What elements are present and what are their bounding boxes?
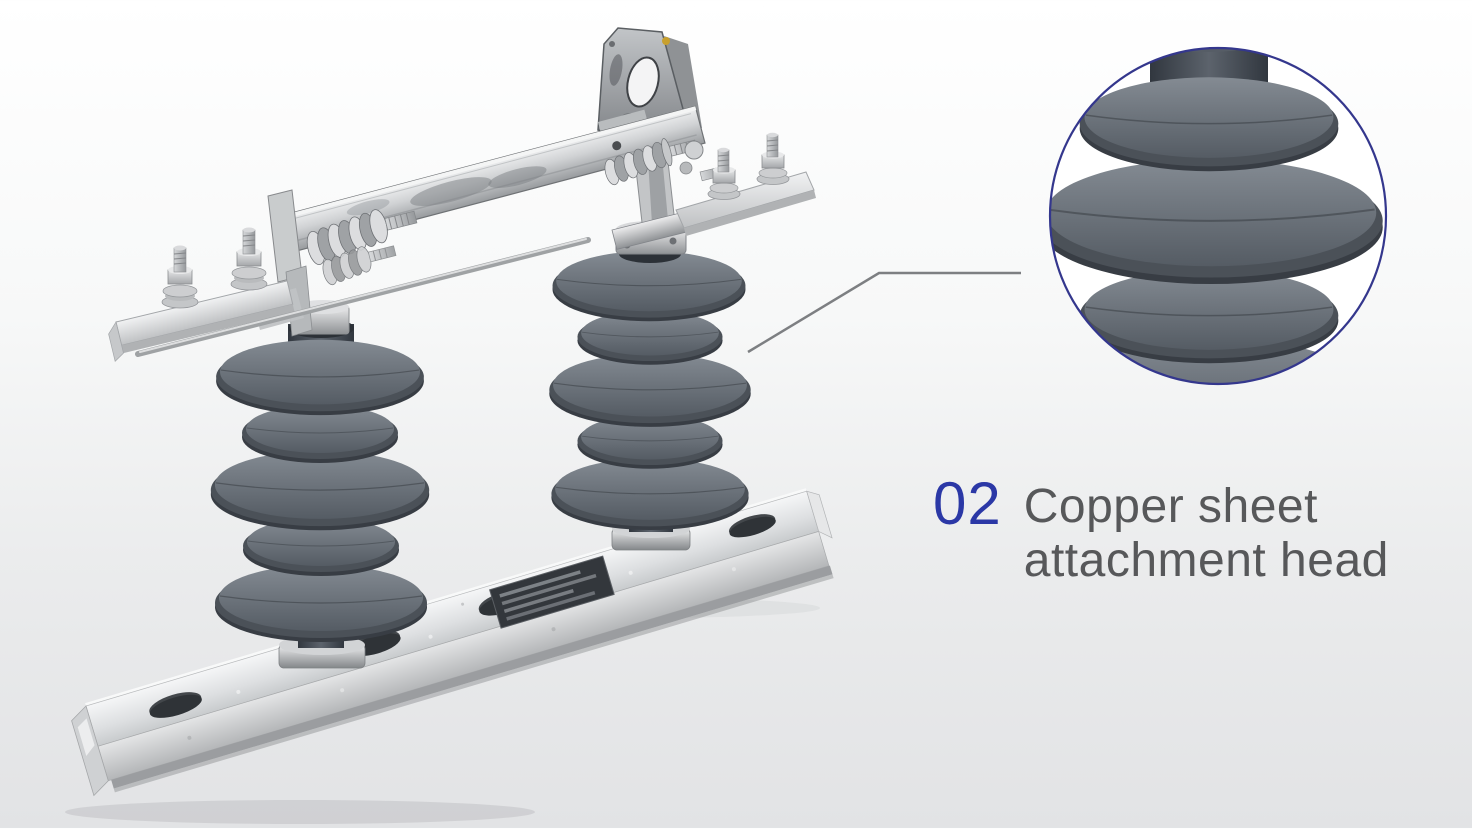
blade-spring-right bbox=[604, 138, 698, 186]
feature-label: Copper sheet attachment head bbox=[1024, 474, 1389, 588]
feature-number: 02 bbox=[933, 470, 1002, 537]
terminal-bolt bbox=[756, 132, 790, 185]
lever-hole bbox=[626, 56, 660, 108]
operating-rod bbox=[135, 237, 591, 357]
blade-pivot-hardware bbox=[611, 140, 724, 250]
terminal-pad-right bbox=[675, 132, 816, 236]
terminal-pad-left bbox=[108, 227, 295, 362]
steel-channel-base bbox=[71, 488, 834, 797]
blade-spring-left bbox=[306, 209, 418, 266]
feature-label-line1: Copper sheet bbox=[1023, 480, 1318, 533]
callout-connector-line bbox=[747, 271, 1021, 354]
blade-spring-left-lower bbox=[322, 245, 397, 286]
nameplate bbox=[489, 555, 615, 629]
feature-annotation: 02 Copper sheet attachment head bbox=[933, 474, 1413, 588]
gold-rivet bbox=[662, 37, 670, 45]
callout-circle-border bbox=[1048, 46, 1388, 386]
blade-hole bbox=[612, 141, 622, 151]
insulator-left bbox=[210, 300, 430, 669]
terminal-bolt bbox=[707, 147, 741, 200]
callout-magnified-insulator bbox=[1050, 48, 1384, 384]
feature-label-line2: attachment head bbox=[1023, 534, 1389, 588]
terminal-bolt bbox=[230, 227, 268, 291]
callout-magnifier bbox=[1048, 46, 1388, 386]
insulator-right bbox=[548, 221, 752, 551]
terminal-bolt bbox=[161, 245, 199, 309]
